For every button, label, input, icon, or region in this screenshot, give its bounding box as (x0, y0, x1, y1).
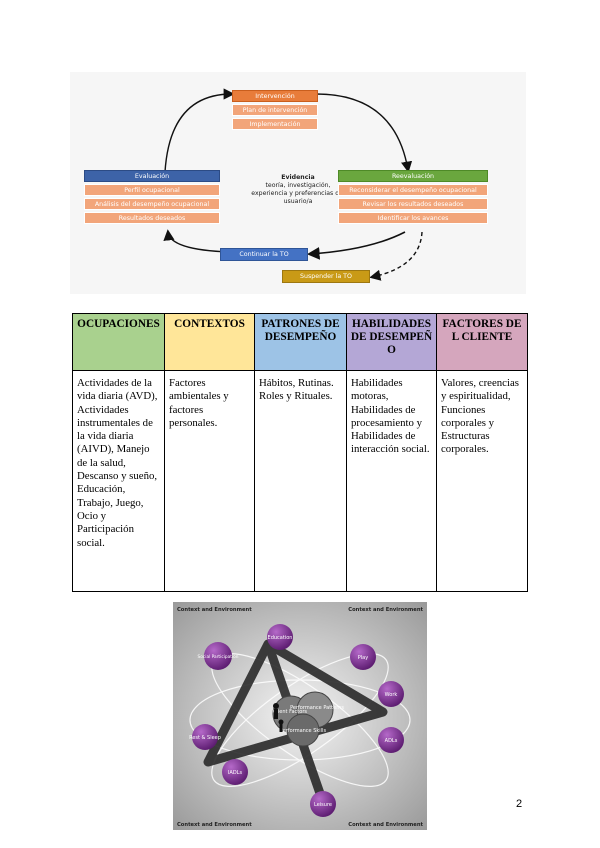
process-diagram: Intervención Plan de intervención Implem… (70, 72, 526, 294)
evidence-title: Evidencia (281, 174, 315, 181)
ball-social-participation (204, 642, 232, 670)
ball-iadls (222, 759, 248, 785)
center-performance-skills: Performance Skills (280, 728, 327, 734)
table-header-row: OCUPACIONES CONTEXTOS PATRONES DE DESEMP… (72, 313, 528, 371)
process-arrows (163, 88, 423, 281)
corner-label-top-right: Context and Environment (348, 607, 423, 613)
corner-label-bottom-right: Context and Environment (348, 822, 423, 828)
evaluation-item: Resultados deseados (84, 212, 220, 224)
intervention-header: Intervención (232, 90, 318, 102)
suspend-to-box: Suspender la TO (282, 270, 370, 283)
occupation-graphic: Client Factors Performance Patterns Perf… (173, 602, 427, 830)
ball-play (350, 644, 376, 670)
ball-adls (378, 727, 404, 753)
header-habilidades: HABILIDADES DE DESEMPEÑO (346, 313, 437, 371)
evidence-note: Evidencia teoría, investigación, experie… (248, 174, 348, 206)
cell-patrones: Hábitos, Rutinas. Roles y Rituales. (254, 370, 347, 592)
cell-habilidades: Habilidades motoras, Habilidades de proc… (346, 370, 437, 592)
intervention-item: Implementación (232, 118, 318, 130)
label-play: Play (358, 655, 368, 661)
header-factores: FACTORES DEL CLIENTE (436, 313, 528, 371)
continue-to-box: Continuar la TO (220, 248, 308, 261)
reevaluation-item: Reconsiderar el desempeño ocupacional (338, 184, 488, 196)
ball-leisure (310, 791, 336, 817)
label-rest-sleep: Rest & Sleep (189, 735, 221, 741)
label-leisure: Leisure (314, 802, 332, 808)
reevaluation-header: Reevaluación (338, 170, 488, 182)
occupation-graphic-svg: Client Factors Performance Patterns Perf… (173, 602, 427, 830)
center-cluster: Client Factors Performance Patterns Perf… (272, 691, 344, 747)
header-ocupaciones: OCUPACIONES (72, 313, 165, 371)
cell-contextos: Factores ambientales y factores personal… (164, 370, 255, 592)
cell-factores: Valores, creencias y espiritualidad, Fun… (436, 370, 528, 592)
header-patrones: PATRONES DE DESEMPEÑO (254, 313, 347, 371)
label-work: Work (385, 692, 398, 698)
label-social-participation: Social Participation (198, 654, 239, 660)
cell-ocupaciones: Actividades de la vida diaria (AVD), Act… (72, 370, 165, 592)
reevaluation-item: Identificar los avances (338, 212, 488, 224)
table-row: Actividades de la vida diaria (AVD), Act… (72, 370, 528, 592)
label-education: Education (268, 635, 293, 641)
intervention-item: Plan de intervención (232, 104, 318, 116)
center-performance-patterns: Performance Patterns (290, 705, 344, 711)
person-icon (273, 703, 284, 732)
label-adls: ADLs (385, 738, 398, 744)
ball-education (267, 624, 293, 650)
ball-rest-sleep (192, 724, 218, 750)
evaluation-item: Análisis del desempeño ocupacional (84, 198, 220, 210)
header-contextos: CONTEXTOS (164, 313, 255, 371)
evaluation-header: Evaluación (84, 170, 220, 182)
evidence-text: teoría, investigación, experiencia y pre… (251, 182, 345, 205)
corner-label-bottom-left: Context and Environment (177, 822, 252, 828)
evaluation-item: Perfil ocupacional (84, 184, 220, 196)
ball-work (378, 681, 404, 707)
label-iadls: IADLs (228, 770, 243, 776)
occupation-domain-table: OCUPACIONES CONTEXTOS PATRONES DE DESEMP… (72, 313, 528, 592)
center-client-factors: Client Factors (273, 709, 307, 715)
page-number: 2 (516, 798, 523, 810)
corner-label-top-left: Context and Environment (177, 607, 252, 613)
reevaluation-item: Revisar los resultados deseados (338, 198, 488, 210)
